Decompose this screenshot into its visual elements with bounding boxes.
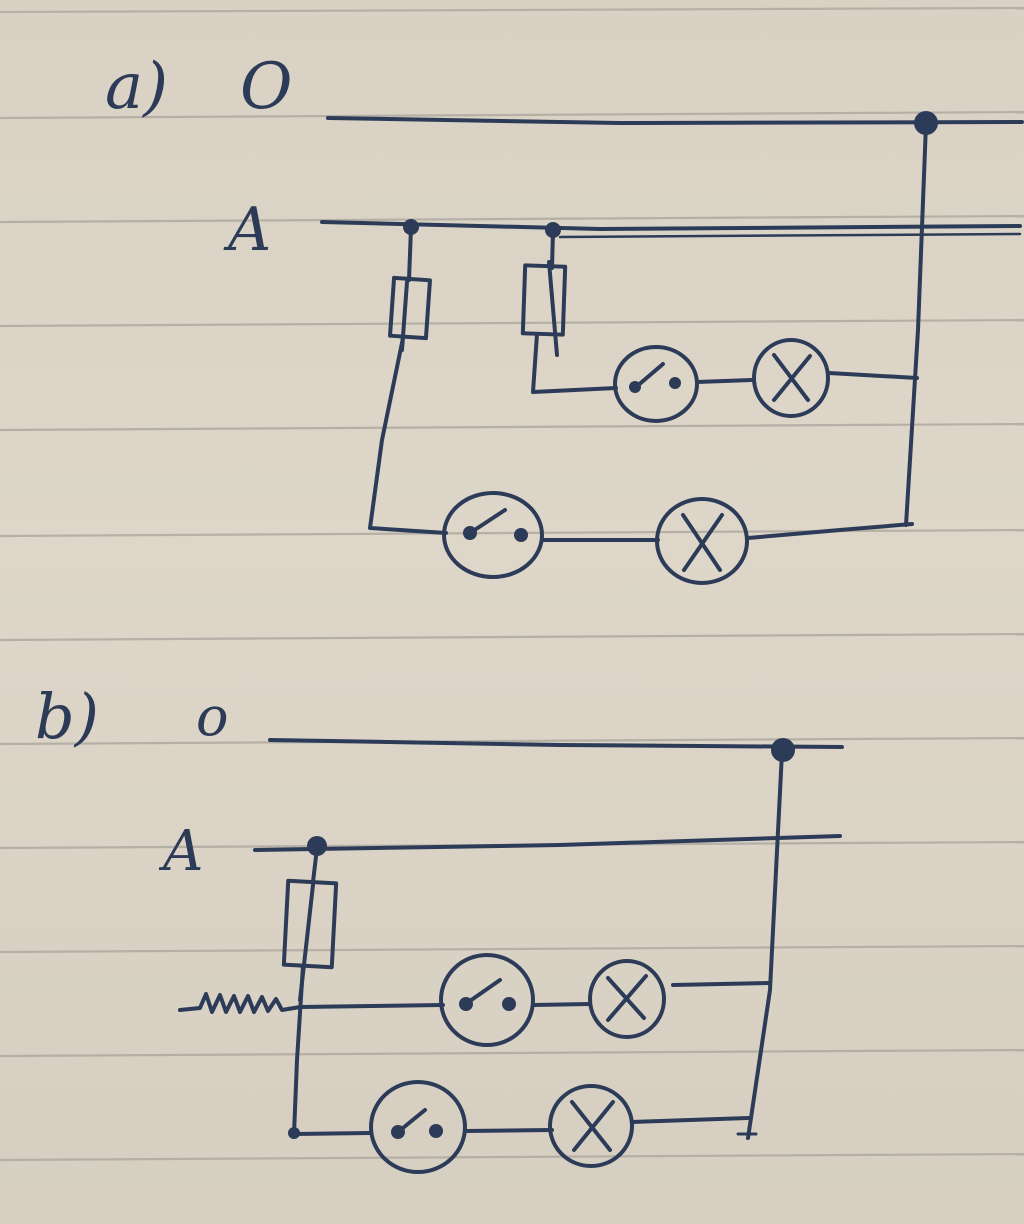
diagram-a-label: a) [105,50,168,124]
diagram-a-switch-1 [442,491,544,579]
diagram-a-lamp-2 [752,338,830,418]
diagram-a-lamp-1 [655,497,749,585]
diagram-a: a) O A [105,50,1024,585]
diagram-b-neutral-wire [268,738,844,749]
diagram-a-phase-wire [320,220,1022,231]
diagram-a-fuse-1 [388,275,432,352]
diagram-b-phase-wire [253,834,842,852]
diagram-b-switch-1 [439,953,535,1047]
diagram-a-phase-label: A [223,195,271,265]
diagram-b-neutral-label: o [196,685,229,748]
diagram-b-label: b) [35,680,99,753]
diagram-a-neutral-wire [326,116,1024,125]
diagram-a-neutral-label: O [240,50,292,124]
diagram-b-lamp-1 [588,959,666,1039]
diagram-b-switch-2 [369,1080,467,1174]
diagram-a-return-wire [904,122,928,527]
diagram-a-fuse-2 [520,260,568,357]
diagram-b-phase-label: A [158,819,203,884]
diagram-b-return-wire [746,750,784,1140]
diagram-b: b) o A [35,680,844,1174]
diagram-b-neutral-junction [771,738,795,762]
diagram-b-resistor [178,992,302,1014]
diagram-a-switch-2 [613,345,699,423]
diagram-b-lamp-2 [548,1084,634,1168]
diagram-b-fuse [281,878,339,1002]
ruled-lines [0,6,1024,1162]
